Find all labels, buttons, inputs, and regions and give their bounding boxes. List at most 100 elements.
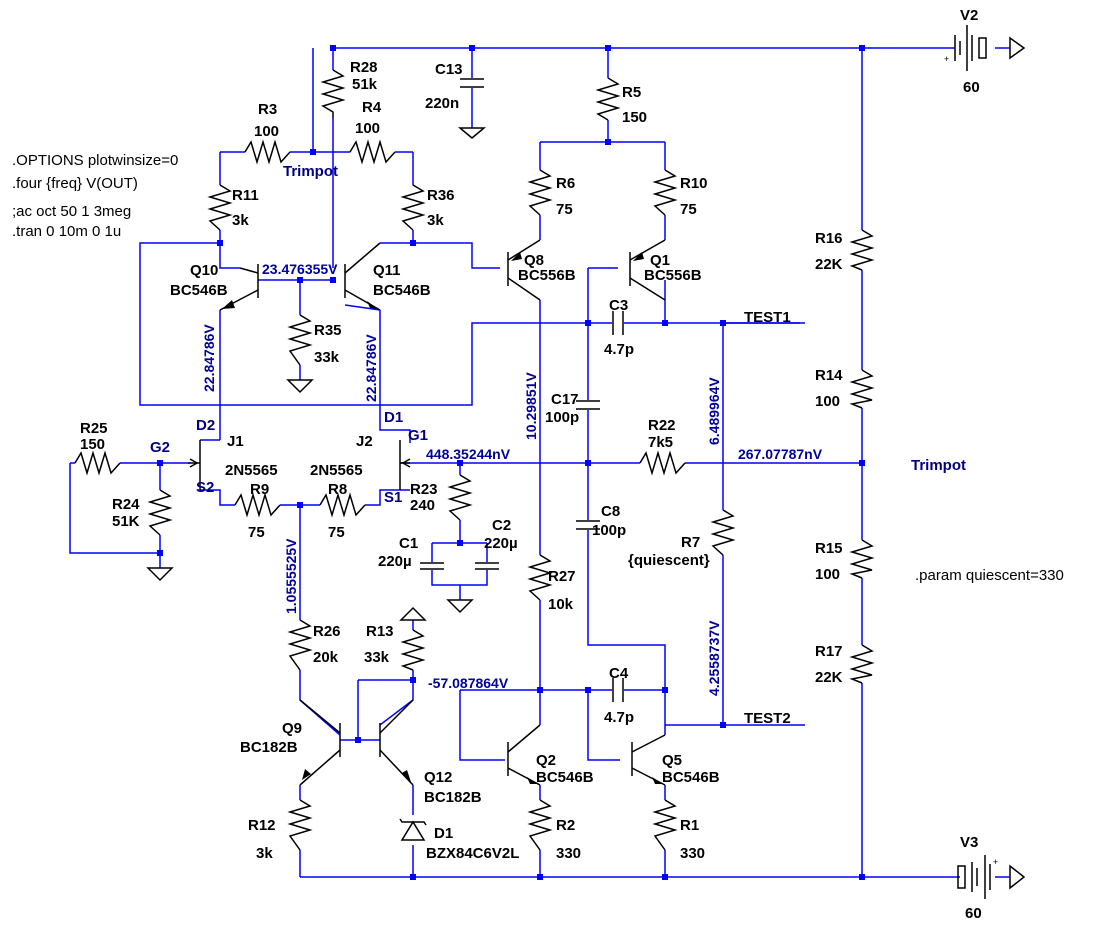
r9-symbol: [234, 492, 281, 518]
r10-symbol: [652, 169, 678, 216]
r24-value: 51K: [112, 513, 140, 530]
r23-symbol: [447, 474, 473, 521]
net-trimpot-right: Trimpot: [911, 457, 966, 474]
v-r7-bottom: 4.2558737V: [706, 620, 722, 696]
c2-symbol: [475, 562, 499, 570]
r35-name: R35: [314, 322, 342, 339]
r8-symbol: [319, 492, 366, 518]
net-s1: S1: [384, 489, 402, 506]
v3-value: 60: [965, 905, 982, 922]
c17-value: 100p: [545, 409, 579, 426]
v-q10-q11-base: 23.476355V: [262, 261, 338, 277]
q11-symbol: [344, 242, 381, 311]
c1-name: C1: [399, 535, 418, 552]
spice-directives: .OPTIONS plotwinsize=0 .four {freq} V(OU…: [12, 152, 1064, 584]
q2-name: Q2: [536, 752, 556, 769]
q10-name: Q10: [190, 262, 218, 279]
r11-name: R11: [232, 187, 259, 204]
q12-value: BC182B: [424, 789, 482, 806]
c3-name: C3: [609, 297, 628, 314]
c13-name: C13: [435, 61, 463, 78]
r1-name: R1: [680, 817, 699, 834]
r2-name: R2: [556, 817, 575, 834]
r11-value: 3k: [232, 212, 249, 229]
net-d1: D1: [384, 409, 403, 426]
v-source-node: 1.0555525V: [283, 538, 299, 614]
r5-value: 150: [622, 109, 647, 126]
c8-name: C8: [601, 503, 620, 520]
r8-value: 75: [328, 524, 345, 541]
c3-symbol: [612, 311, 624, 335]
c2-name: C2: [492, 517, 511, 534]
r1-symbol: [652, 799, 678, 851]
q5-name: Q5: [662, 752, 682, 769]
q2-symbol: [507, 724, 541, 786]
c13-symbol: [460, 78, 484, 88]
v-q8-collector: 10.29851V: [523, 372, 539, 440]
c3-value: 4.7p: [604, 341, 634, 358]
q9-name: Q9: [282, 720, 302, 737]
net-labels: Trimpot Trimpot TEST1 TEST2 G1 G2 D1 D2 …: [150, 163, 966, 727]
v2-plus-sign: +: [944, 54, 949, 64]
v3-battery-symbol: [955, 855, 1010, 899]
r14-name: R14: [815, 367, 843, 384]
r26-value: 20k: [313, 649, 339, 666]
q12-symbol: [379, 699, 414, 786]
r28-name: R28: [350, 59, 378, 76]
c2-value: 220µ: [484, 535, 518, 552]
r36-value: 3k: [427, 212, 444, 229]
r14-value: 100: [815, 393, 840, 410]
net-s2: S2: [196, 479, 214, 496]
j2-name: J2: [356, 433, 373, 450]
r12-symbol: [287, 799, 313, 851]
r23-name: R23: [410, 481, 438, 498]
v3-plus-sign: +: [993, 857, 998, 867]
r16-name: R16: [815, 230, 843, 247]
voltage-annotations: 23.476355V 22.84786V 22.84786V 10.29851V…: [201, 261, 823, 696]
r36-name: R36: [427, 187, 455, 204]
ground-symbols: [146, 36, 1026, 890]
v-q2-collector: -57.087864V: [428, 675, 509, 691]
zener-diode-symbol: [399, 818, 427, 841]
r26-symbol: [287, 619, 313, 671]
q11-name: Q11: [373, 262, 401, 279]
r22-name: R22: [648, 417, 676, 434]
d1-name: D1: [434, 825, 453, 842]
r17-symbol: [849, 644, 875, 684]
c1-value: 220µ: [378, 553, 412, 570]
directive-four: .four {freq} V(OUT): [12, 175, 138, 192]
directive-ac: ;ac oct 50 1 3meg: [12, 203, 131, 220]
q5-value: BC546B: [662, 769, 720, 786]
r17-value: 22K: [815, 669, 843, 686]
r4-symbol: [349, 139, 396, 165]
c8-value: 100p: [592, 522, 626, 539]
q2-value: BC546B: [536, 769, 594, 786]
v2-name: V2: [960, 7, 978, 24]
r1-value: 330: [680, 845, 705, 862]
r13-symbol: [400, 629, 426, 671]
c4-value: 4.7p: [604, 709, 634, 726]
c4-name: C4: [609, 665, 629, 682]
wires: [69, 47, 955, 878]
directive-options: .OPTIONS plotwinsize=0: [12, 152, 178, 169]
j1-symbol: [188, 440, 201, 490]
r15-symbol: [849, 539, 875, 579]
v-r22-node: 267.07787nV: [738, 446, 823, 462]
r16-symbol: [849, 229, 875, 271]
r26-name: R26: [313, 623, 341, 640]
q5-symbol: [631, 734, 666, 786]
r11-symbol: [207, 184, 233, 231]
r35-value: 33k: [314, 349, 340, 366]
r28-symbol: [320, 69, 346, 118]
r17-name: R17: [815, 643, 843, 660]
c8-symbol: [576, 520, 600, 530]
r12-name: R12: [248, 817, 276, 834]
r4-name: R4: [362, 99, 382, 116]
resistor-symbols: [74, 69, 875, 851]
d1-value: BZX84C6V2L: [426, 845, 519, 862]
v3-name: V3: [960, 834, 978, 851]
r27-name: R27: [548, 568, 576, 585]
net-g2: G2: [150, 439, 170, 456]
r10-value: 75: [680, 201, 697, 218]
